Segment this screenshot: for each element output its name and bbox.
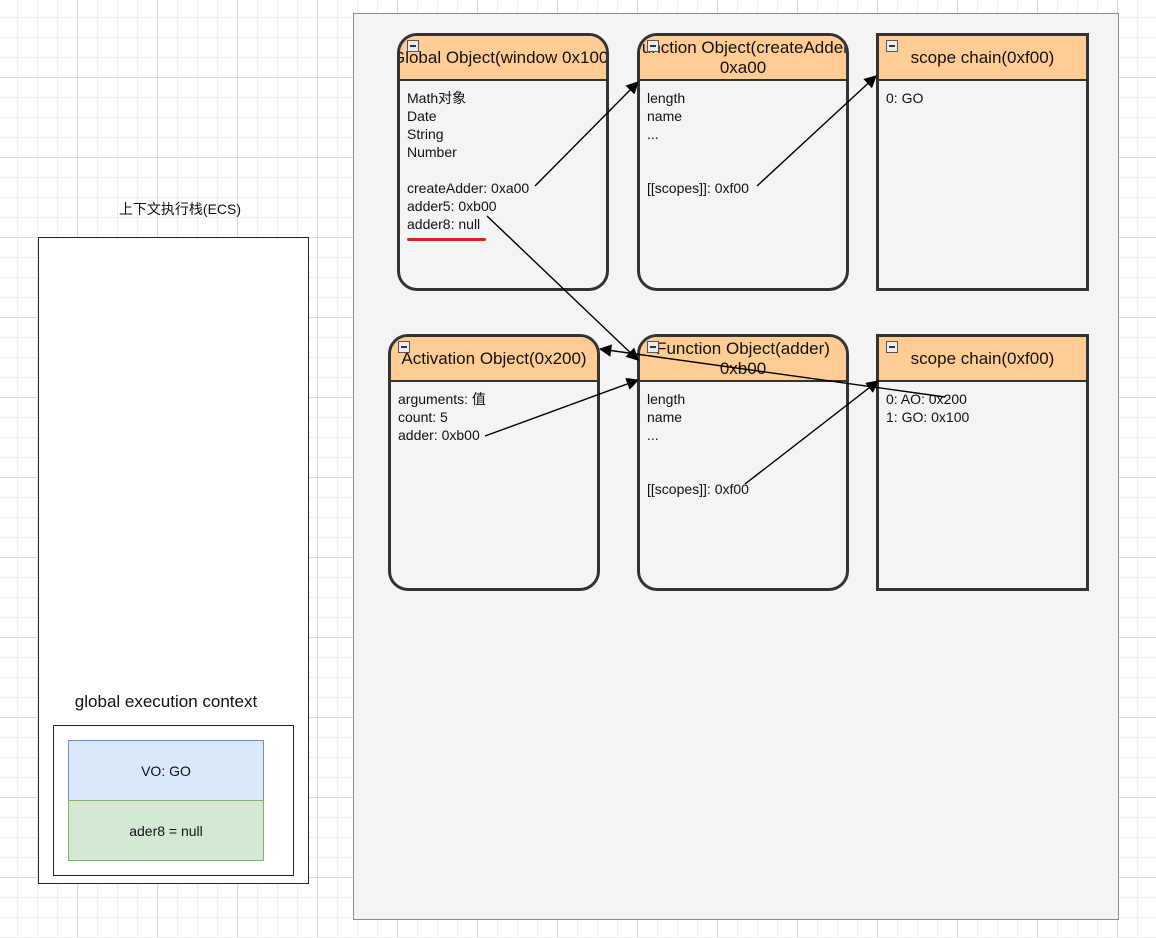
function-object-adder-body: length name ... [[scopes]]: 0xf00 — [647, 390, 842, 498]
highlight-underline — [407, 238, 486, 241]
activation-object-line: count: 5 — [398, 409, 448, 425]
activation-object-title: Activation Object(0x200) — [401, 348, 587, 368]
function-object-adder-title: Function Object(adder) 0xb00 — [656, 338, 830, 378]
scope-chain-1-body: 0: GO — [886, 89, 1082, 107]
global-object-card[interactable]: Global Object(window 0x100) Math对象 Date … — [397, 33, 609, 291]
function-object-create-adder-title: Function Object(createAdder) 0xa00 — [637, 37, 849, 77]
function-object-line: length — [647, 90, 686, 106]
scope-chain-2-body: 0: AO: 0x200 1: GO: 0x100 — [886, 390, 1082, 426]
ecs-title: 上下文执行栈(ECS) — [118, 201, 242, 217]
function-object-line: length — [647, 391, 686, 407]
global-object-line — [407, 161, 602, 179]
function-object-adder-header: Function Object(adder) 0xb00 — [640, 337, 846, 382]
global-object-line: createAdder: 0xa00 — [407, 180, 530, 196]
collapse-icon[interactable] — [886, 40, 898, 52]
global-object-line: adder5: 0xb00 — [407, 198, 497, 214]
global-object-title: Global Object(window 0x100) — [397, 47, 609, 67]
vo-cell[interactable]: VO: GO — [68, 740, 264, 801]
scope-chain-line: 0: AO: 0x200 — [886, 391, 967, 407]
vo-label: VO: GO — [141, 762, 191, 779]
activation-object-line: arguments: 值 — [398, 391, 486, 407]
function-object-adder-card[interactable]: Function Object(adder) 0xb00 length name… — [637, 334, 849, 591]
global-object-header: Global Object(window 0x100) — [400, 36, 606, 81]
collapse-icon[interactable] — [398, 341, 410, 353]
global-object-line: String — [407, 126, 444, 142]
ader8-label: ader8 = null — [129, 822, 203, 839]
activation-object-card[interactable]: Activation Object(0x200) arguments: 值 co… — [388, 334, 600, 591]
scope-chain-line: 1: GO: 0x100 — [886, 409, 970, 425]
function-object-line — [647, 161, 842, 179]
scope-chain-1-title: scope chain(0xf00) — [910, 47, 1055, 67]
scope-chain-2-title: scope chain(0xf00) — [910, 348, 1055, 368]
activation-object-header: Activation Object(0x200) — [391, 337, 597, 382]
function-object-line — [647, 143, 842, 161]
function-object-line: ... — [647, 427, 659, 443]
global-execution-context-title: global execution context — [74, 692, 258, 711]
collapse-icon[interactable] — [886, 341, 898, 353]
activation-object-line: adder: 0xb00 — [398, 427, 480, 443]
global-object-line: Number — [407, 144, 457, 160]
global-object-line: Date — [407, 108, 437, 124]
function-object-create-adder-card[interactable]: Function Object(createAdder) 0xa00 lengt… — [637, 33, 849, 291]
function-object-create-adder-header: Function Object(createAdder) 0xa00 — [640, 36, 846, 81]
collapse-icon[interactable] — [407, 40, 419, 52]
function-object-line: name — [647, 108, 683, 124]
scope-chain-2-card[interactable]: scope chain(0xf00) 0: AO: 0x200 1: GO: 0… — [876, 334, 1089, 591]
function-object-line — [647, 444, 842, 462]
scope-chain-line: 0: GO — [886, 90, 924, 106]
function-object-line: name — [647, 409, 683, 425]
function-object-line: [[scopes]]: 0xf00 — [647, 180, 749, 196]
global-object-body: Math对象 Date String Number createAdder: 0… — [407, 89, 602, 233]
scope-chain-1-card[interactable]: scope chain(0xf00) 0: GO — [876, 33, 1089, 291]
function-object-create-adder-body: length name ... [[scopes]]: 0xf00 — [647, 89, 842, 197]
scope-chain-2-header: scope chain(0xf00) — [879, 337, 1086, 382]
ader8-cell[interactable]: ader8 = null — [68, 800, 264, 861]
collapse-icon[interactable] — [647, 341, 659, 353]
activation-object-body: arguments: 值 count: 5 adder: 0xb00 — [398, 390, 593, 444]
global-object-line: Math对象 — [407, 90, 467, 106]
function-object-line: ... — [647, 126, 659, 142]
function-object-line: [[scopes]]: 0xf00 — [647, 481, 749, 497]
collapse-icon[interactable] — [647, 40, 659, 52]
global-object-line: adder8: null — [407, 216, 481, 232]
scope-chain-1-header: scope chain(0xf00) — [879, 36, 1086, 81]
function-object-line — [647, 462, 842, 480]
